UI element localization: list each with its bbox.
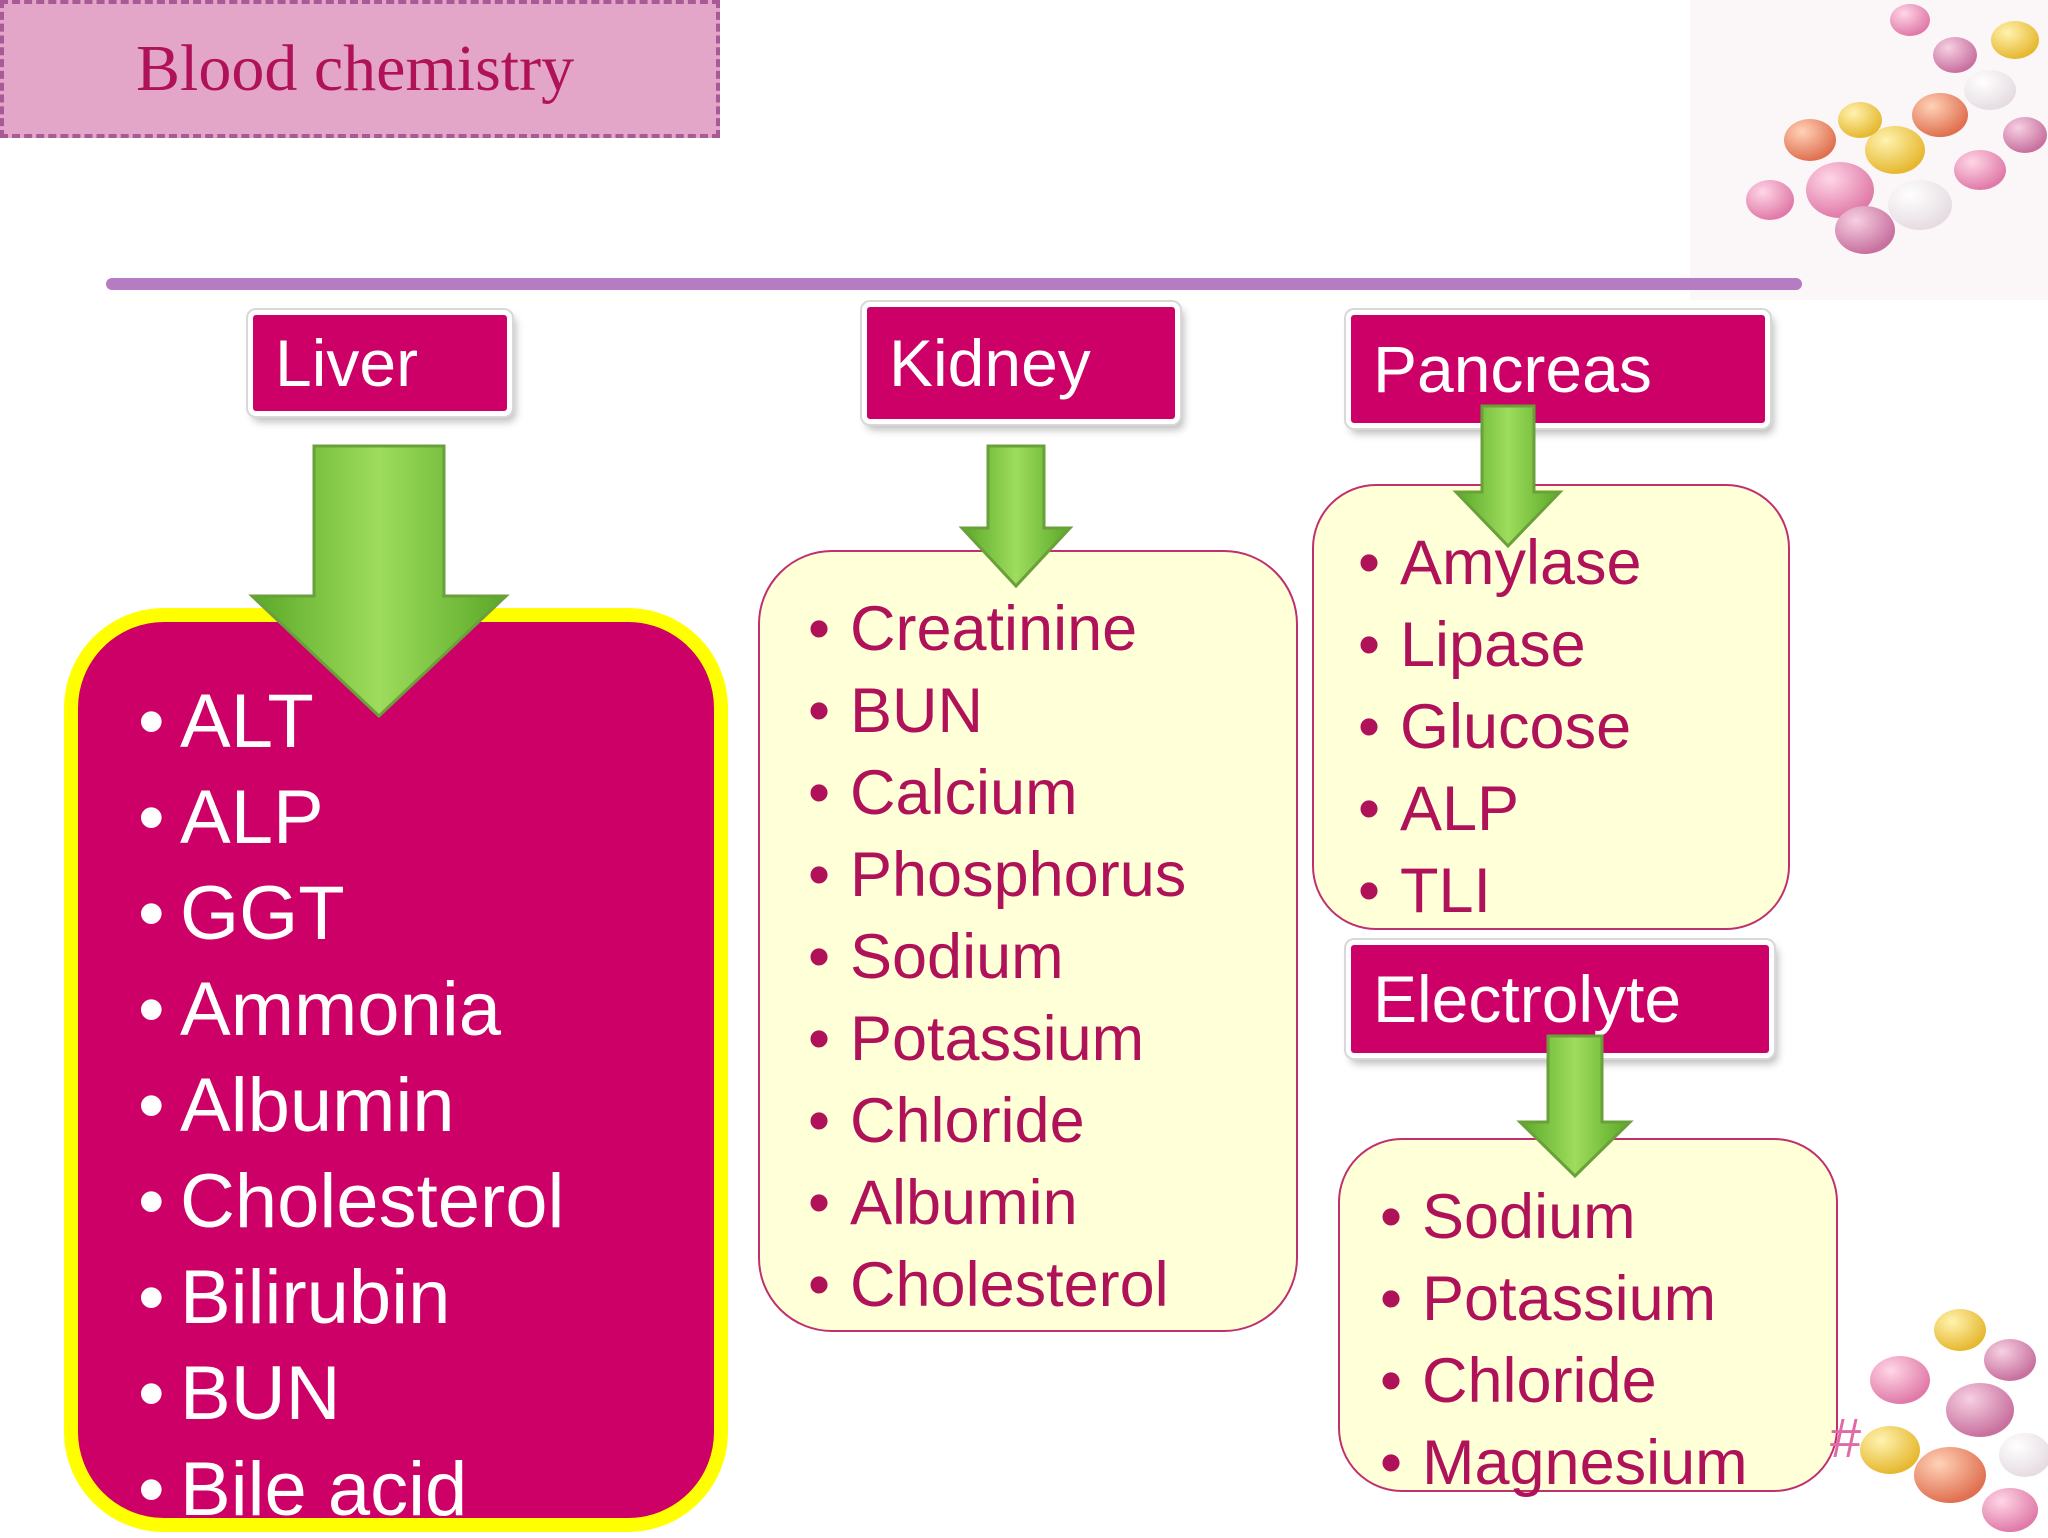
list-item: Sodium [808, 916, 1296, 998]
list-item: Phosphorus [808, 834, 1296, 916]
liver-tests-list: ALT ALP GGT Ammonia Albumin Cholesterol … [138, 674, 714, 1538]
list-item: Albumin [138, 1058, 714, 1154]
list-item: BUN [808, 670, 1296, 752]
list-item: GGT [138, 866, 714, 962]
list-item: Amylase [1358, 522, 1788, 604]
slide-number: # [1830, 1406, 1862, 1469]
list-item: Cholesterol [138, 1154, 714, 1250]
pancreas-tests-box: Amylase Lipase Glucose ALP TLI [1312, 484, 1790, 932]
list-item: Calcium [808, 752, 1296, 834]
electrolyte-header-label: Electrolyte [1373, 962, 1682, 1036]
kidney-header: Kidney [862, 302, 1180, 424]
title-divider-line [106, 278, 1802, 290]
list-item: Ammonia [138, 962, 714, 1058]
list-item: Sodium [1380, 1176, 1836, 1258]
list-item: TLI [1358, 850, 1788, 932]
slide-title: Blood chemistry [136, 32, 575, 105]
list-item: Albumin [808, 1162, 1296, 1244]
electrolyte-tests-list: Sodium Potassium Chloride Magnesium [1380, 1176, 1836, 1504]
kidney-tests-box: Creatinine BUN Calcium Phosphorus Sodium… [758, 550, 1298, 1332]
liver-down-arrow-icon [248, 444, 510, 719]
liver-header: Liver [248, 310, 512, 416]
electrolyte-tests-box: Sodium Potassium Chloride Magnesium [1338, 1138, 1838, 1504]
list-item: Chloride [808, 1080, 1296, 1162]
list-item: ALP [138, 770, 714, 866]
pancreas-header-label: Pancreas [1373, 332, 1652, 406]
candy-eggs-bottom-right-decoration [1860, 1309, 2048, 1532]
list-item: ALP [1358, 768, 1788, 850]
candy-eggs-top-right-decoration [1690, 0, 2048, 300]
kidney-down-arrow-icon [958, 444, 1074, 589]
slide-title-box: Blood chemistry [0, 0, 720, 138]
list-item: Cholesterol [808, 1244, 1296, 1326]
liver-tests-box: ALT ALP GGT Ammonia Albumin Cholesterol … [64, 608, 728, 1538]
list-item: Bilirubin [138, 1250, 714, 1346]
pancreas-tests-list: Amylase Lipase Glucose ALP TLI [1358, 522, 1788, 932]
list-item: BUN [138, 1346, 714, 1442]
list-item: Potassium [1380, 1258, 1836, 1340]
liver-header-label: Liver [275, 326, 419, 400]
pancreas-header: Pancreas [1346, 310, 1770, 428]
list-item: Glucose [1358, 686, 1788, 768]
kidney-tests-list: Creatinine BUN Calcium Phosphorus Sodium… [808, 588, 1296, 1326]
list-item: Bile acid [138, 1442, 714, 1538]
pancreas-down-arrow-icon [1452, 404, 1564, 549]
electrolyte-down-arrow-icon [1516, 1034, 1634, 1179]
list-item: Potassium [808, 998, 1296, 1080]
list-item: Creatinine [808, 588, 1296, 670]
list-item: ALT [138, 674, 714, 770]
list-item: Magnesium [1380, 1422, 1836, 1504]
list-item: Lipase [1358, 604, 1788, 686]
kidney-header-label: Kidney [889, 326, 1091, 400]
list-item: Chloride [1380, 1340, 1836, 1422]
